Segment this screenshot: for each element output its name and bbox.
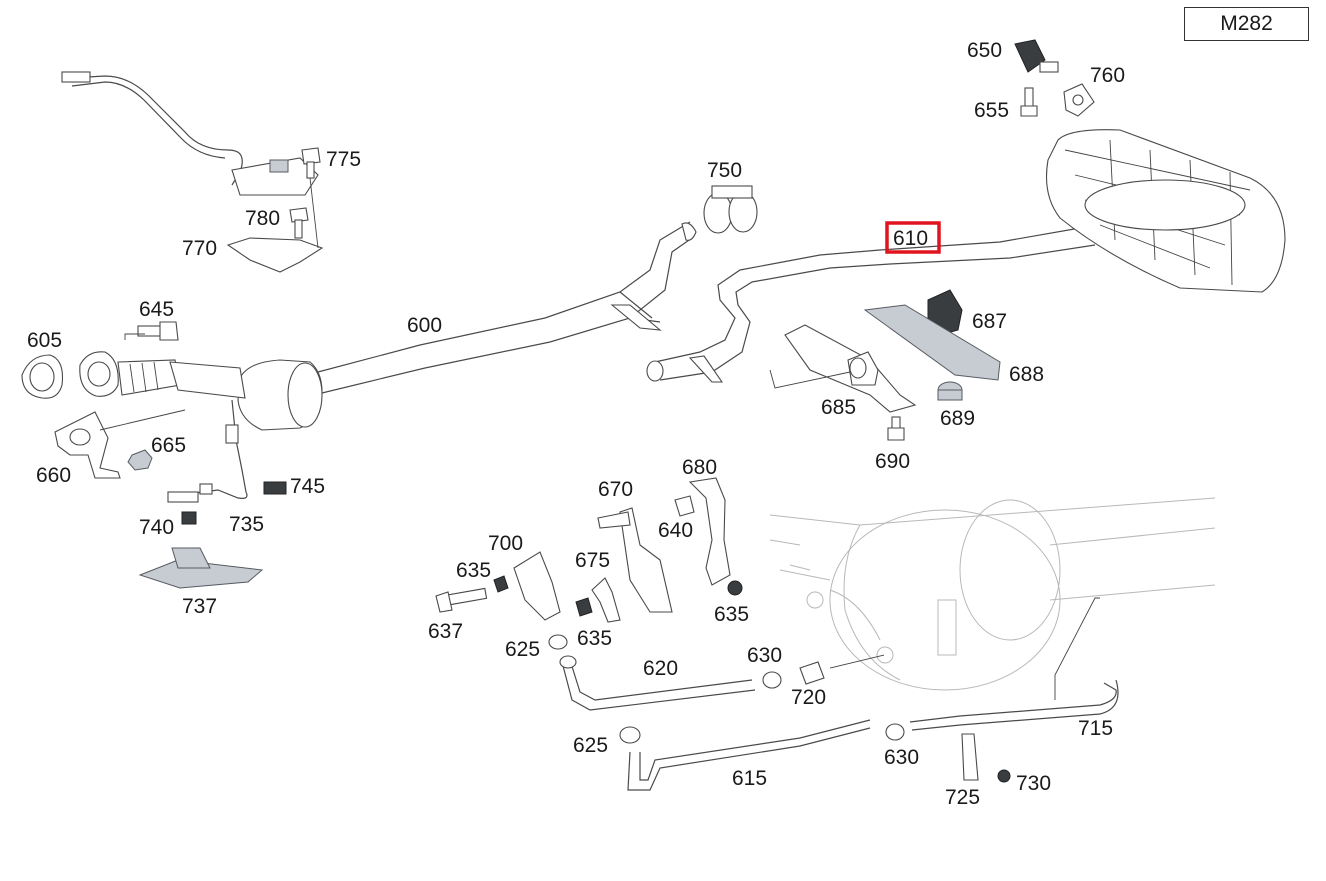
background-housing-illustration [769,497,1216,691]
part-label-687[interactable]: 687 [972,310,1007,333]
part-label-685[interactable]: 685 [821,396,856,419]
heat-shield[interactable] [138,547,264,589]
part-label-600[interactable]: 600 [407,314,442,337]
mounting-bracket[interactable] [54,411,121,479]
leader-660 [99,409,186,431]
bracket-680[interactable] [688,477,731,586]
connector-720[interactable] [799,661,825,685]
part-label-635[interactable]: 635 [577,627,612,650]
nut-635a[interactable] [493,575,509,593]
part-label-615[interactable]: 615 [732,767,767,790]
model-code-label: M282 [1184,7,1309,41]
part-label-640[interactable]: 640 [658,519,693,542]
pressure-line-620[interactable] [559,655,756,711]
leader-685 [769,369,851,389]
part-label-610[interactable]: 610 [893,227,928,250]
pressure-sensor[interactable] [513,551,561,621]
front-exhaust-pipe[interactable] [317,221,697,394]
part-label-780[interactable]: 780 [245,207,280,230]
part-label-760[interactable]: 760 [1090,64,1125,87]
sensor-connector[interactable] [263,481,287,495]
nut-635c[interactable] [727,580,743,596]
part-label-605[interactable]: 605 [27,329,62,352]
part-label-690[interactable]: 690 [875,450,910,473]
catalytic-converter[interactable] [117,359,323,431]
part-label-725[interactable]: 725 [945,786,980,809]
part-label-735[interactable]: 735 [229,513,264,536]
bolt-730[interactable] [997,769,1011,783]
nut[interactable] [127,449,153,471]
sensor-bracket[interactable] [226,237,324,273]
nox-sensor-cable[interactable] [61,71,243,186]
pressure-line-715[interactable] [909,679,1119,731]
part-label-635[interactable]: 635 [714,603,749,626]
rear-silencer[interactable] [1045,129,1286,293]
part-label-635[interactable]: 635 [456,559,491,582]
part-label-625[interactable]: 625 [505,638,540,661]
part-labels: 600 605 610 615 620 625 625 630 630 635 … [27,39,1125,809]
part-label-688[interactable]: 688 [1009,363,1044,386]
sensor-bracket-670[interactable] [597,507,673,613]
rear-exhaust-pipe[interactable] [646,227,1096,383]
part-label-700[interactable]: 700 [488,532,523,555]
bolt-690[interactable] [887,416,905,441]
bolt-780[interactable] [289,207,309,239]
heat-shield-675[interactable] [591,577,621,623]
rubber-hanger[interactable] [1014,39,1059,73]
flange-gasket[interactable] [21,354,64,399]
spacer[interactable] [937,381,963,401]
part-label-775[interactable]: 775 [326,148,361,171]
part-label-730[interactable]: 730 [1016,772,1051,795]
hanger-bracket[interactable] [1063,83,1095,117]
leader-645 [124,333,145,340]
part-label-680[interactable]: 680 [682,456,717,479]
bolt-775[interactable] [301,147,321,179]
stud-bolt[interactable] [137,321,179,341]
hose-clamp-625a[interactable] [548,634,568,650]
part-label-770[interactable]: 770 [182,237,217,260]
bolt-637[interactable] [435,587,488,613]
part-label-625[interactable]: 625 [573,734,608,757]
part-label-750[interactable]: 750 [707,159,742,182]
part-label-665[interactable]: 665 [151,434,186,457]
part-label-740[interactable]: 740 [139,516,174,539]
part-label-630[interactable]: 630 [747,644,782,667]
nox-sensor-control-unit[interactable] [231,157,319,196]
nut-635b[interactable] [575,597,593,617]
part-label-660[interactable]: 660 [36,464,71,487]
hose-clamp-630a[interactable] [762,671,782,689]
part-label-689[interactable]: 689 [940,407,975,430]
part-label-645[interactable]: 645 [139,298,174,321]
exhaust-flange[interactable] [79,351,119,397]
rubber-mount[interactable] [847,351,879,386]
part-label-620[interactable]: 620 [643,657,678,680]
bracket-725[interactable] [961,733,979,781]
hose-clamp-630b[interactable] [885,723,905,741]
part-label-670[interactable]: 670 [598,478,633,501]
selected-part-highlight [885,221,941,254]
leader-720 [829,654,885,669]
hanger-bolt[interactable] [1020,87,1038,117]
clip-640[interactable] [674,495,695,517]
part-label-745[interactable]: 745 [290,475,325,498]
exhaust-temperature-sensor[interactable] [167,399,248,503]
part-label-637[interactable]: 637 [428,620,463,643]
sensor-clip[interactable] [181,511,197,525]
part-label-737[interactable]: 737 [182,595,217,618]
part-label-720[interactable]: 720 [791,686,826,709]
part-label-630[interactable]: 630 [884,746,919,769]
pressure-line-615[interactable] [627,719,871,791]
hose-clamp-625b[interactable] [619,726,641,744]
leader-775 [309,177,319,249]
part-label-655[interactable]: 655 [974,99,1009,122]
leader-715 [1054,597,1100,700]
bracket-plate[interactable] [863,304,1001,381]
part-label-650[interactable]: 650 [967,39,1002,62]
part-label-675[interactable]: 675 [575,549,610,572]
part-label-715[interactable]: 715 [1078,717,1113,740]
pipe-clamp[interactable] [703,185,758,234]
